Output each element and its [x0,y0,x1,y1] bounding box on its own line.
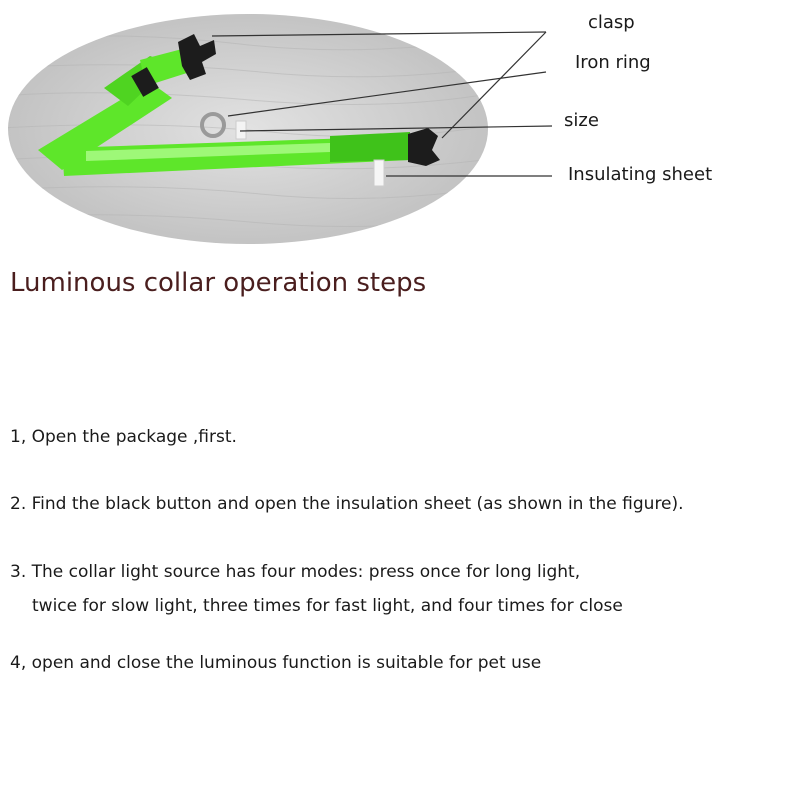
clasp-buckle-top [131,34,216,97]
step-line: 4, open and close the luminous function … [10,653,542,673]
step-line: 1, Open the package ,first. [10,427,237,447]
collar-strap [38,48,410,176]
step-item: 1, Open the package ,first. [10,420,237,454]
insulating-sheet-tab [373,159,385,187]
callout-clasp: clasp [588,12,635,33]
step-line: 2. Find the black button and open the in… [10,494,684,514]
page-title: Luminous collar operation steps [10,268,427,298]
step-item: 2. Find the black button and open the in… [10,487,684,521]
callout-iron-ring: Iron ring [575,52,651,73]
iron-ring [200,112,247,140]
callout-size: size [564,110,599,131]
step-line: 3. The collar light source has four mode… [10,562,581,582]
step-item: 3. The collar light source has four mode… [10,555,623,623]
leader-lines [211,31,553,177]
clasp-buckle-right [408,128,440,166]
step-line: twice for slow light, three times for fa… [32,596,623,616]
step-item: 4, open and close the luminous function … [10,646,541,680]
collar-photo-figure [8,14,553,244]
callout-insulating-sheet: Insulating sheet [568,164,713,185]
